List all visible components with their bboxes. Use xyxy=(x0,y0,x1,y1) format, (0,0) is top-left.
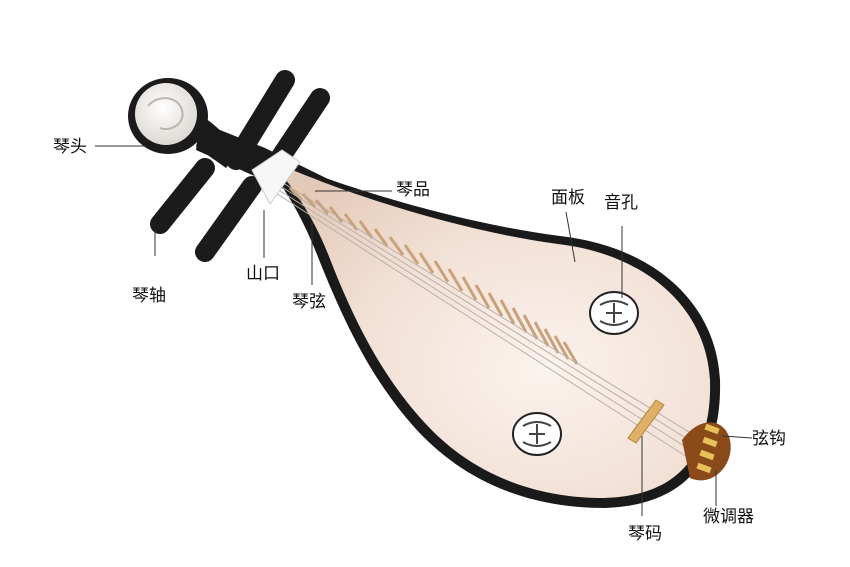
label-qinma: 琴码 xyxy=(628,524,662,544)
label-shankou: 山口 xyxy=(246,264,280,284)
label-weitiaoqi: 微调器 xyxy=(703,507,754,527)
leader-mianban xyxy=(565,211,576,263)
bridge xyxy=(627,399,665,444)
head xyxy=(128,78,240,168)
leader-lines xyxy=(95,145,753,516)
sound-hole-upper xyxy=(589,291,639,335)
peg-lower-right xyxy=(195,176,262,262)
label-mianban: 面板 xyxy=(551,188,585,208)
frets xyxy=(288,186,579,365)
soundboard xyxy=(270,160,711,498)
label-qinxian: 琴弦 xyxy=(292,292,326,312)
nut xyxy=(251,149,301,205)
label-qinzhou: 琴轴 xyxy=(132,286,166,306)
strings xyxy=(261,169,703,465)
label-qintou: 琴头 xyxy=(53,137,87,157)
tailpiece xyxy=(682,422,731,481)
peg-lower-left xyxy=(150,158,215,234)
label-qinpin: 琴品 xyxy=(396,180,430,200)
leader-xiangou xyxy=(721,435,753,439)
label-yinkong: 音孔 xyxy=(604,193,638,213)
sound-hole-lower xyxy=(512,412,562,456)
label-xiangou: 弦钩 xyxy=(752,429,786,449)
